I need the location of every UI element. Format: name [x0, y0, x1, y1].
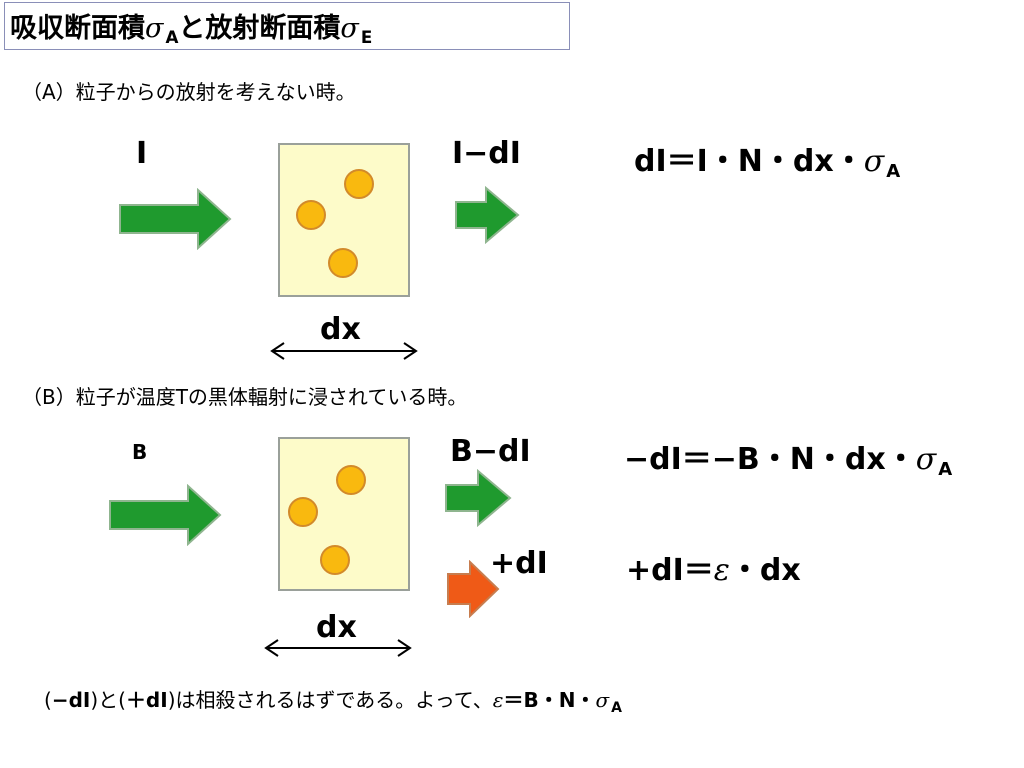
footer-p4: ＋dI	[125, 688, 168, 712]
footer-epsilon: ε	[492, 688, 504, 712]
particle	[320, 545, 350, 575]
section-b-input-arrow	[109, 484, 222, 546]
section-b-emission-equation: +dI＝ε・dx	[626, 545, 801, 589]
section-b-eq1-sub: A	[938, 459, 953, 481]
section-b-particle-slab	[278, 437, 410, 591]
section-a-heading: （A）粒子からの放射を考えない時。	[22, 80, 356, 104]
section-a-eq-sigma: σ	[863, 144, 885, 179]
particle	[288, 497, 318, 527]
title-sigma-e: σ	[340, 13, 359, 44]
section-b-output-arrow	[445, 469, 512, 527]
section-b-output-label: B−dI	[450, 434, 531, 469]
footer-p2: −dI	[51, 688, 91, 712]
title-part2: と放射断面積	[178, 13, 341, 44]
section-a-eq-sub: A	[886, 161, 901, 183]
footer-sigma: σ	[595, 688, 610, 712]
title-box	[4, 2, 570, 50]
title-sigma-a: σ	[145, 13, 164, 44]
footer-p6: ＝B・N・	[503, 688, 596, 712]
title-part1: 吸収断面積	[10, 13, 145, 44]
footer-p3: )と(	[90, 688, 126, 712]
footer-sub: A	[611, 699, 622, 716]
section-a-eq-main: dI＝I・N・dx・	[634, 144, 864, 179]
particle	[336, 465, 366, 495]
footer-p5: )は相殺されるはずである。よって、	[167, 688, 493, 712]
section-b-eq2-post: ・dx	[729, 553, 801, 588]
section-b-eq1-sigma: σ	[915, 442, 937, 477]
section-b-eq2-epsilon: ε	[713, 553, 730, 588]
section-b-emission-label: +dI	[490, 546, 548, 581]
section-b-emission-arrow	[447, 560, 500, 618]
section-a-dx-arrow	[270, 342, 418, 360]
section-b-input-label: B	[132, 440, 148, 464]
section-b-eq2-pre: +dI＝	[626, 553, 714, 588]
footer-p1: (	[44, 688, 52, 712]
title-sub-e: E	[360, 26, 373, 47]
section-a-input-arrow	[119, 188, 232, 250]
section-b-dx-label: dx	[316, 610, 357, 645]
section-a-particle-slab	[278, 143, 410, 297]
particle	[344, 169, 374, 199]
section-b-heading: （B）粒子が温度Tの黒体輻射に浸されている時。	[22, 385, 468, 409]
section-b-eq1-main: −dI＝−B・N・dx・	[624, 442, 916, 477]
section-b-dx-arrow	[264, 639, 412, 657]
section-a-output-arrow	[455, 186, 520, 244]
section-a-output-label: I−dI	[452, 136, 521, 171]
section-a-input-label: I	[136, 136, 148, 171]
particle	[296, 200, 326, 230]
section-a-dx-label: dx	[320, 312, 361, 347]
particle	[328, 248, 358, 278]
title-sub-a: A	[165, 26, 179, 47]
